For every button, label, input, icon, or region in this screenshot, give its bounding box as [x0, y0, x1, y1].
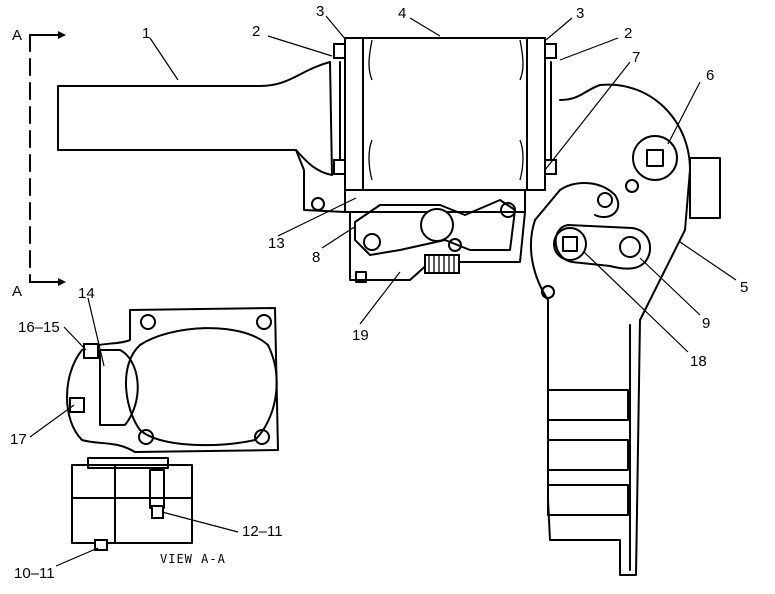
valve-block — [344, 189, 526, 283]
callout-16-15: 16–15 — [18, 319, 60, 336]
callout-2-right: 2 — [624, 25, 632, 42]
section-marker-bottom: A — [12, 283, 22, 300]
callout-12-11: 12–11 — [242, 523, 283, 540]
link-plate — [541, 223, 652, 299]
callout-13: 13 — [268, 235, 285, 252]
callout-10-11: 10–11 — [14, 565, 55, 582]
callout-3-left: 3 — [316, 3, 324, 20]
lever-bracket — [529, 83, 721, 576]
callouts: 1 2 3 4 3 2 7 6 13 8 19 5 9 18 14 16–15 … — [10, 3, 748, 582]
callout-17: 17 — [10, 431, 27, 448]
callout-1: 1 — [142, 25, 150, 42]
callout-19: 19 — [352, 327, 369, 344]
leader-lines — [29, 15, 737, 567]
view-caption: VIEW A-A — [160, 552, 226, 566]
callout-7: 7 — [632, 49, 640, 66]
callout-14: 14 — [78, 285, 95, 302]
callout-18: 18 — [690, 353, 707, 370]
callout-2-left: 2 — [252, 23, 260, 40]
callout-3-right: 3 — [576, 5, 584, 22]
callout-4: 4 — [398, 5, 406, 22]
section-marker-top: A — [12, 27, 22, 44]
callout-8: 8 — [312, 249, 320, 266]
section-cut-line — [29, 31, 66, 286]
housing-tube — [57, 61, 346, 213]
callout-6: 6 — [706, 67, 714, 84]
cylinder-assembly — [333, 37, 557, 191]
callout-9: 9 — [702, 315, 710, 332]
callout-5: 5 — [740, 279, 748, 296]
